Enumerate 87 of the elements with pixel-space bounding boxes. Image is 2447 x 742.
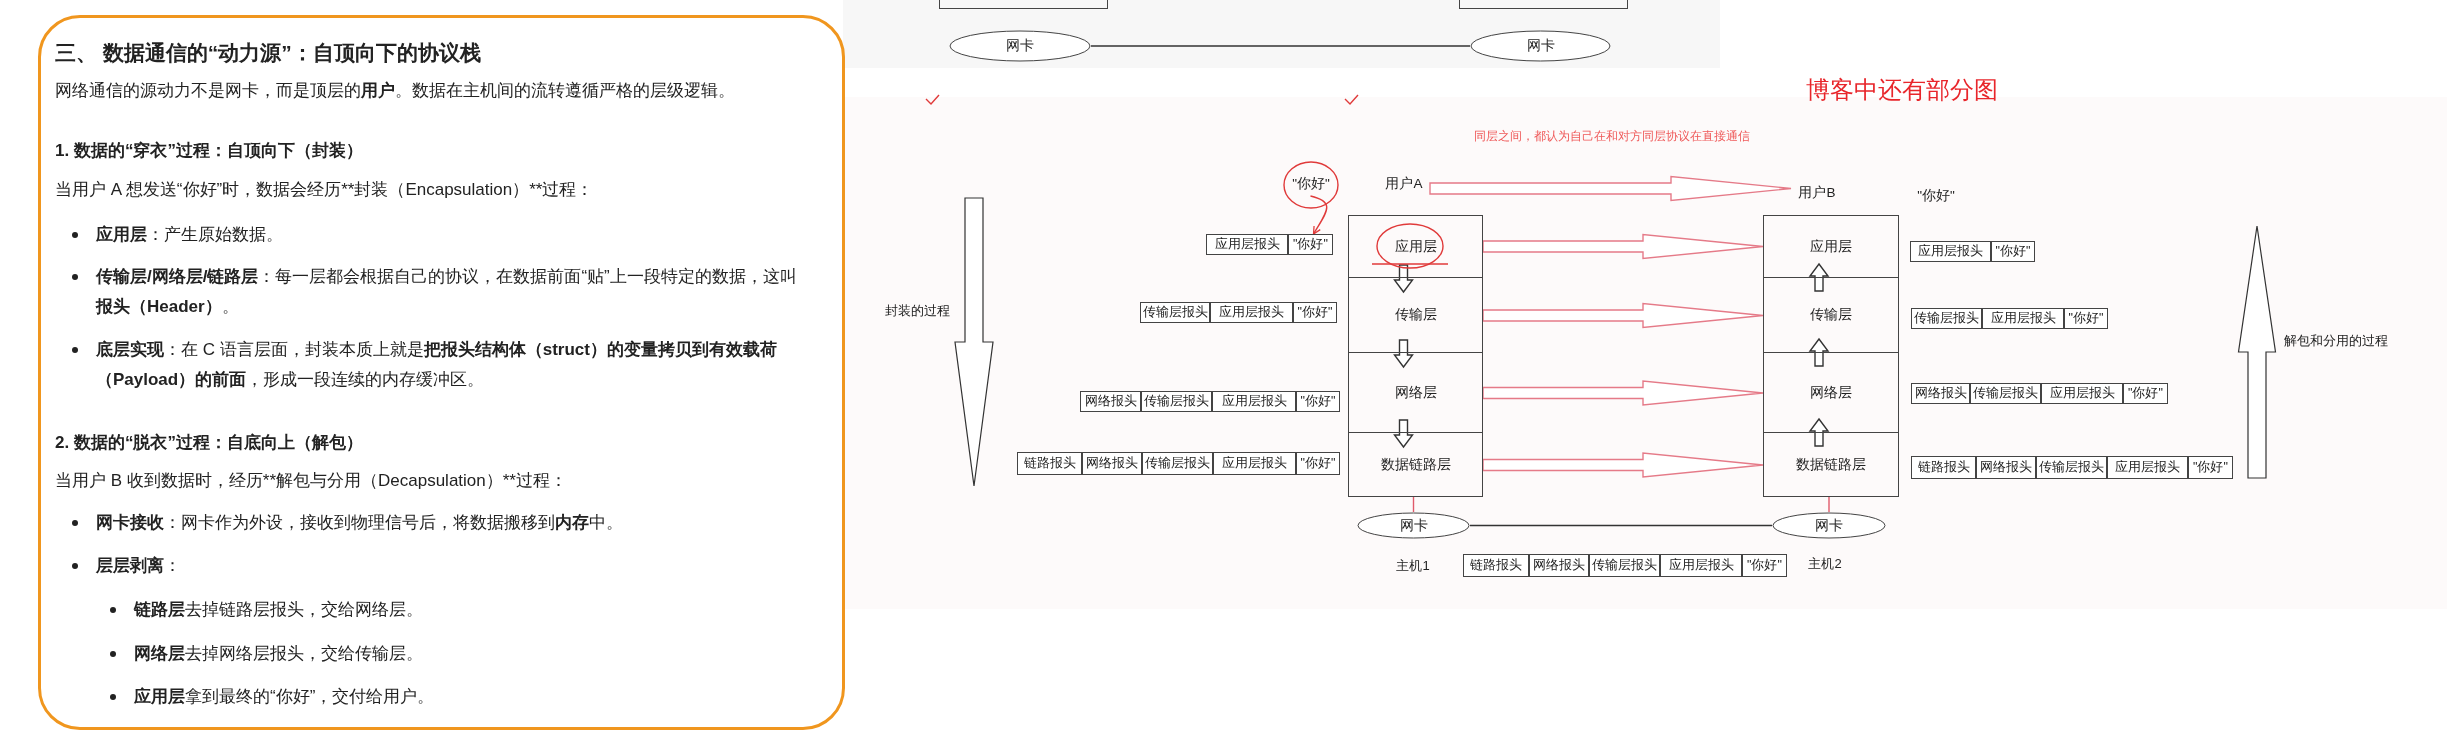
packet-field-cell: 网络报头 [1082,452,1142,475]
device-box [1459,0,1628,9]
packet-field-cell: 传输层报头 [1970,383,2041,404]
packet-field-cell: "你好" [2064,308,2108,329]
protocol-layer-box: 数据链路层 [1763,433,1899,497]
nic-ellipse: 网卡 [949,30,1091,62]
block-arrow [1808,262,1830,292]
packet-field-cell: 网络报头 [1976,456,2036,479]
protocol-layer-box: 应用层 [1763,215,1899,278]
block-arrow [1808,417,1830,447]
block-arrow [1393,419,1414,449]
protocol-layer-box: 传输层 [1348,278,1483,353]
bullet-item: 网卡接收：网卡作为外设，接收到物理信号后，将数据搬移到内存中。 [96,512,624,534]
paragraph: 网络通信的源动力不是网卡，而是顶层的用户。数据在主机间的流转遵循严格的层级逻辑。 [55,80,736,102]
packet-field-cell: 链路报头 [1911,456,1976,479]
section-heading: 1. 数据的“穿衣”过程：自顶向下（封装） [55,140,364,162]
message-text: "你好" [1912,184,1960,208]
bullet-item: 网络层去掉网络层报头，交给传输层。 [134,643,424,665]
packet-field-cell: 传输层报头 [1142,452,1213,475]
connector-line [1828,496,1830,513]
process-label: 封装的过程 [884,302,950,320]
packet-field-cell: "你好" [1991,241,2035,262]
connector-line [1469,524,1773,527]
packet-field-cell: 网络报头 [1529,554,1589,577]
process-label: 解包和分用的过程 [2284,332,2388,350]
protocol-layer-box: 数据链路层 [1348,433,1483,497]
block-arrow [1482,302,1764,329]
message-text: "你好" [1288,172,1334,196]
packet-field-cell: "你好" [2188,456,2233,479]
device-box [939,0,1108,9]
host-label: 主机2 [1808,555,1842,573]
packet-field-cell: 应用层报头 [1910,241,1991,262]
host-label: 主机1 [1396,557,1430,575]
packet-field-cell: 应用层报头 [1982,308,2064,329]
protocol-layer-box: 应用层 [1348,215,1483,278]
protocol-layer-box: 网络层 [1348,353,1483,433]
block-arrow [1429,175,1792,202]
packet-field-cell: 传输层报头 [2036,456,2107,479]
protocol-layer-box: 传输层 [1763,278,1899,353]
packet-field-cell: 应用层报头 [1660,554,1742,577]
protocol-layer-box: 网络层 [1763,353,1899,433]
connector-line [1090,45,1471,47]
bullet-item: 链路层去掉链路层报头，交给网络层。 [134,599,424,621]
packet-field-cell: 应用层报头 [1213,452,1296,475]
block-arrow [1482,380,1764,406]
user-label: 用户B [1791,181,1843,205]
packet-field-cell: 应用层报头 [1212,391,1296,412]
note-text: 同层之间，都认为自己在和对方同层协议在直接通信 [1474,128,1750,144]
bullet-item: 应用层拿到最终的“你好”，交付给用户。 [134,686,436,708]
packet-field-cell: "你好" [1293,302,1337,323]
block-arrow [1393,264,1414,294]
packet-field-cell: 传输层报头 [1589,554,1660,577]
packet-field-cell: 链路报头 [1017,452,1082,475]
packet-field-cell: "你好" [1288,234,1333,255]
nic-ellipse: 网卡 [1772,512,1886,539]
packet-field-cell: 网络报头 [1080,391,1141,412]
bullet-item: 传输层/网络层/链路层：每一层都会根据自己的协议，在数据前面“贴”上一段特定的数据，这叫报头（Header）。 [96,266,798,318]
packet-field-cell: 应用层报头 [1210,302,1293,323]
packet-field-cell: 应用层报头 [2041,383,2123,404]
packet-field-cell: 传输层报头 [1911,308,1982,329]
card-title: 三、 数据通信的“动力源”：自顶向下的协议栈 [55,40,482,66]
block-arrow [1393,339,1414,369]
paragraph: 当用户 A 想发送“你好”时，数据会经历**封装（Encapsulation）**过程： [55,179,595,201]
block-arrow [1482,233,1764,260]
user-label: 用户A [1378,172,1430,196]
packet-field-cell: "你好" [1742,554,1787,577]
block-arrow [1482,452,1764,478]
packet-field-cell: 链路报头 [1463,554,1529,577]
packet-field-cell: "你好" [1296,391,1340,412]
packet-field-cell: 应用层报头 [2107,456,2188,479]
bullet-item: 层层剥离： [96,555,182,577]
nic-ellipse: 网卡 [1470,30,1611,62]
packet-field-cell: "你好" [1296,452,1340,475]
block-arrow [1808,337,1830,367]
arrow [1309,195,1328,235]
paragraph: 当用户 B 收到数据时，经历**解包与分用（Decapsulation）**过程： [55,470,568,492]
section-heading: 2. 数据的“脱衣”过程：自底向上（解包） [55,432,364,454]
packet-field-cell: "你好" [2123,383,2168,404]
nic-ellipse: 网卡 [1357,512,1470,539]
packet-field-cell: 应用层报头 [1206,234,1288,255]
bullet-item: 应用层：产生原始数据。 [96,224,284,246]
packet-field-cell: 传输层报头 [1141,391,1212,412]
note-text: 博客中还有部分图 [1806,75,1998,105]
packet-field-cell: 网络报头 [1911,383,1970,404]
bullet-item: 底层实现：在 C 语言层面，封装本质上就是把报头结构体（struct）的变量拷贝到有效载荷（Payload）的前面，形成一段连续的内存缓冲区。 [96,339,778,391]
packet-field-cell: 传输层报头 [1140,302,1210,323]
info-card [38,15,845,730]
